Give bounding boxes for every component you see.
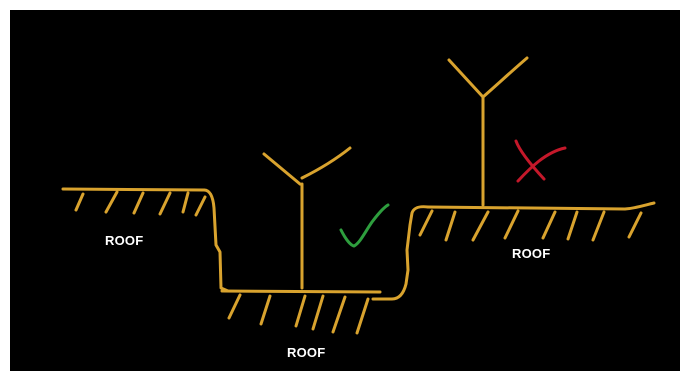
middle-roof-hatch <box>227 293 370 335</box>
middle-roof <box>220 205 430 335</box>
left-roof-edge-step <box>202 188 230 293</box>
left-roof <box>61 187 230 293</box>
antenna-arms-short <box>262 146 352 186</box>
cross-mark-icon <box>514 139 567 183</box>
right-roof-line <box>426 201 656 211</box>
antenna-arms-tall <box>447 56 529 99</box>
middle-roof-line <box>220 289 382 294</box>
check-mark-icon <box>339 203 390 248</box>
right-roof <box>418 201 656 242</box>
antenna-icon <box>447 56 529 207</box>
right-roof-hatch <box>418 209 643 242</box>
antenna-icon <box>262 146 352 290</box>
left-roof-line <box>61 187 206 192</box>
middle-roof-edge-step <box>371 205 430 301</box>
left-roof-hatch <box>74 190 207 217</box>
roof-label-left: ROOF <box>105 233 144 248</box>
roof-label-middle: ROOF <box>287 345 326 360</box>
roof-label-right: ROOF <box>512 246 551 261</box>
